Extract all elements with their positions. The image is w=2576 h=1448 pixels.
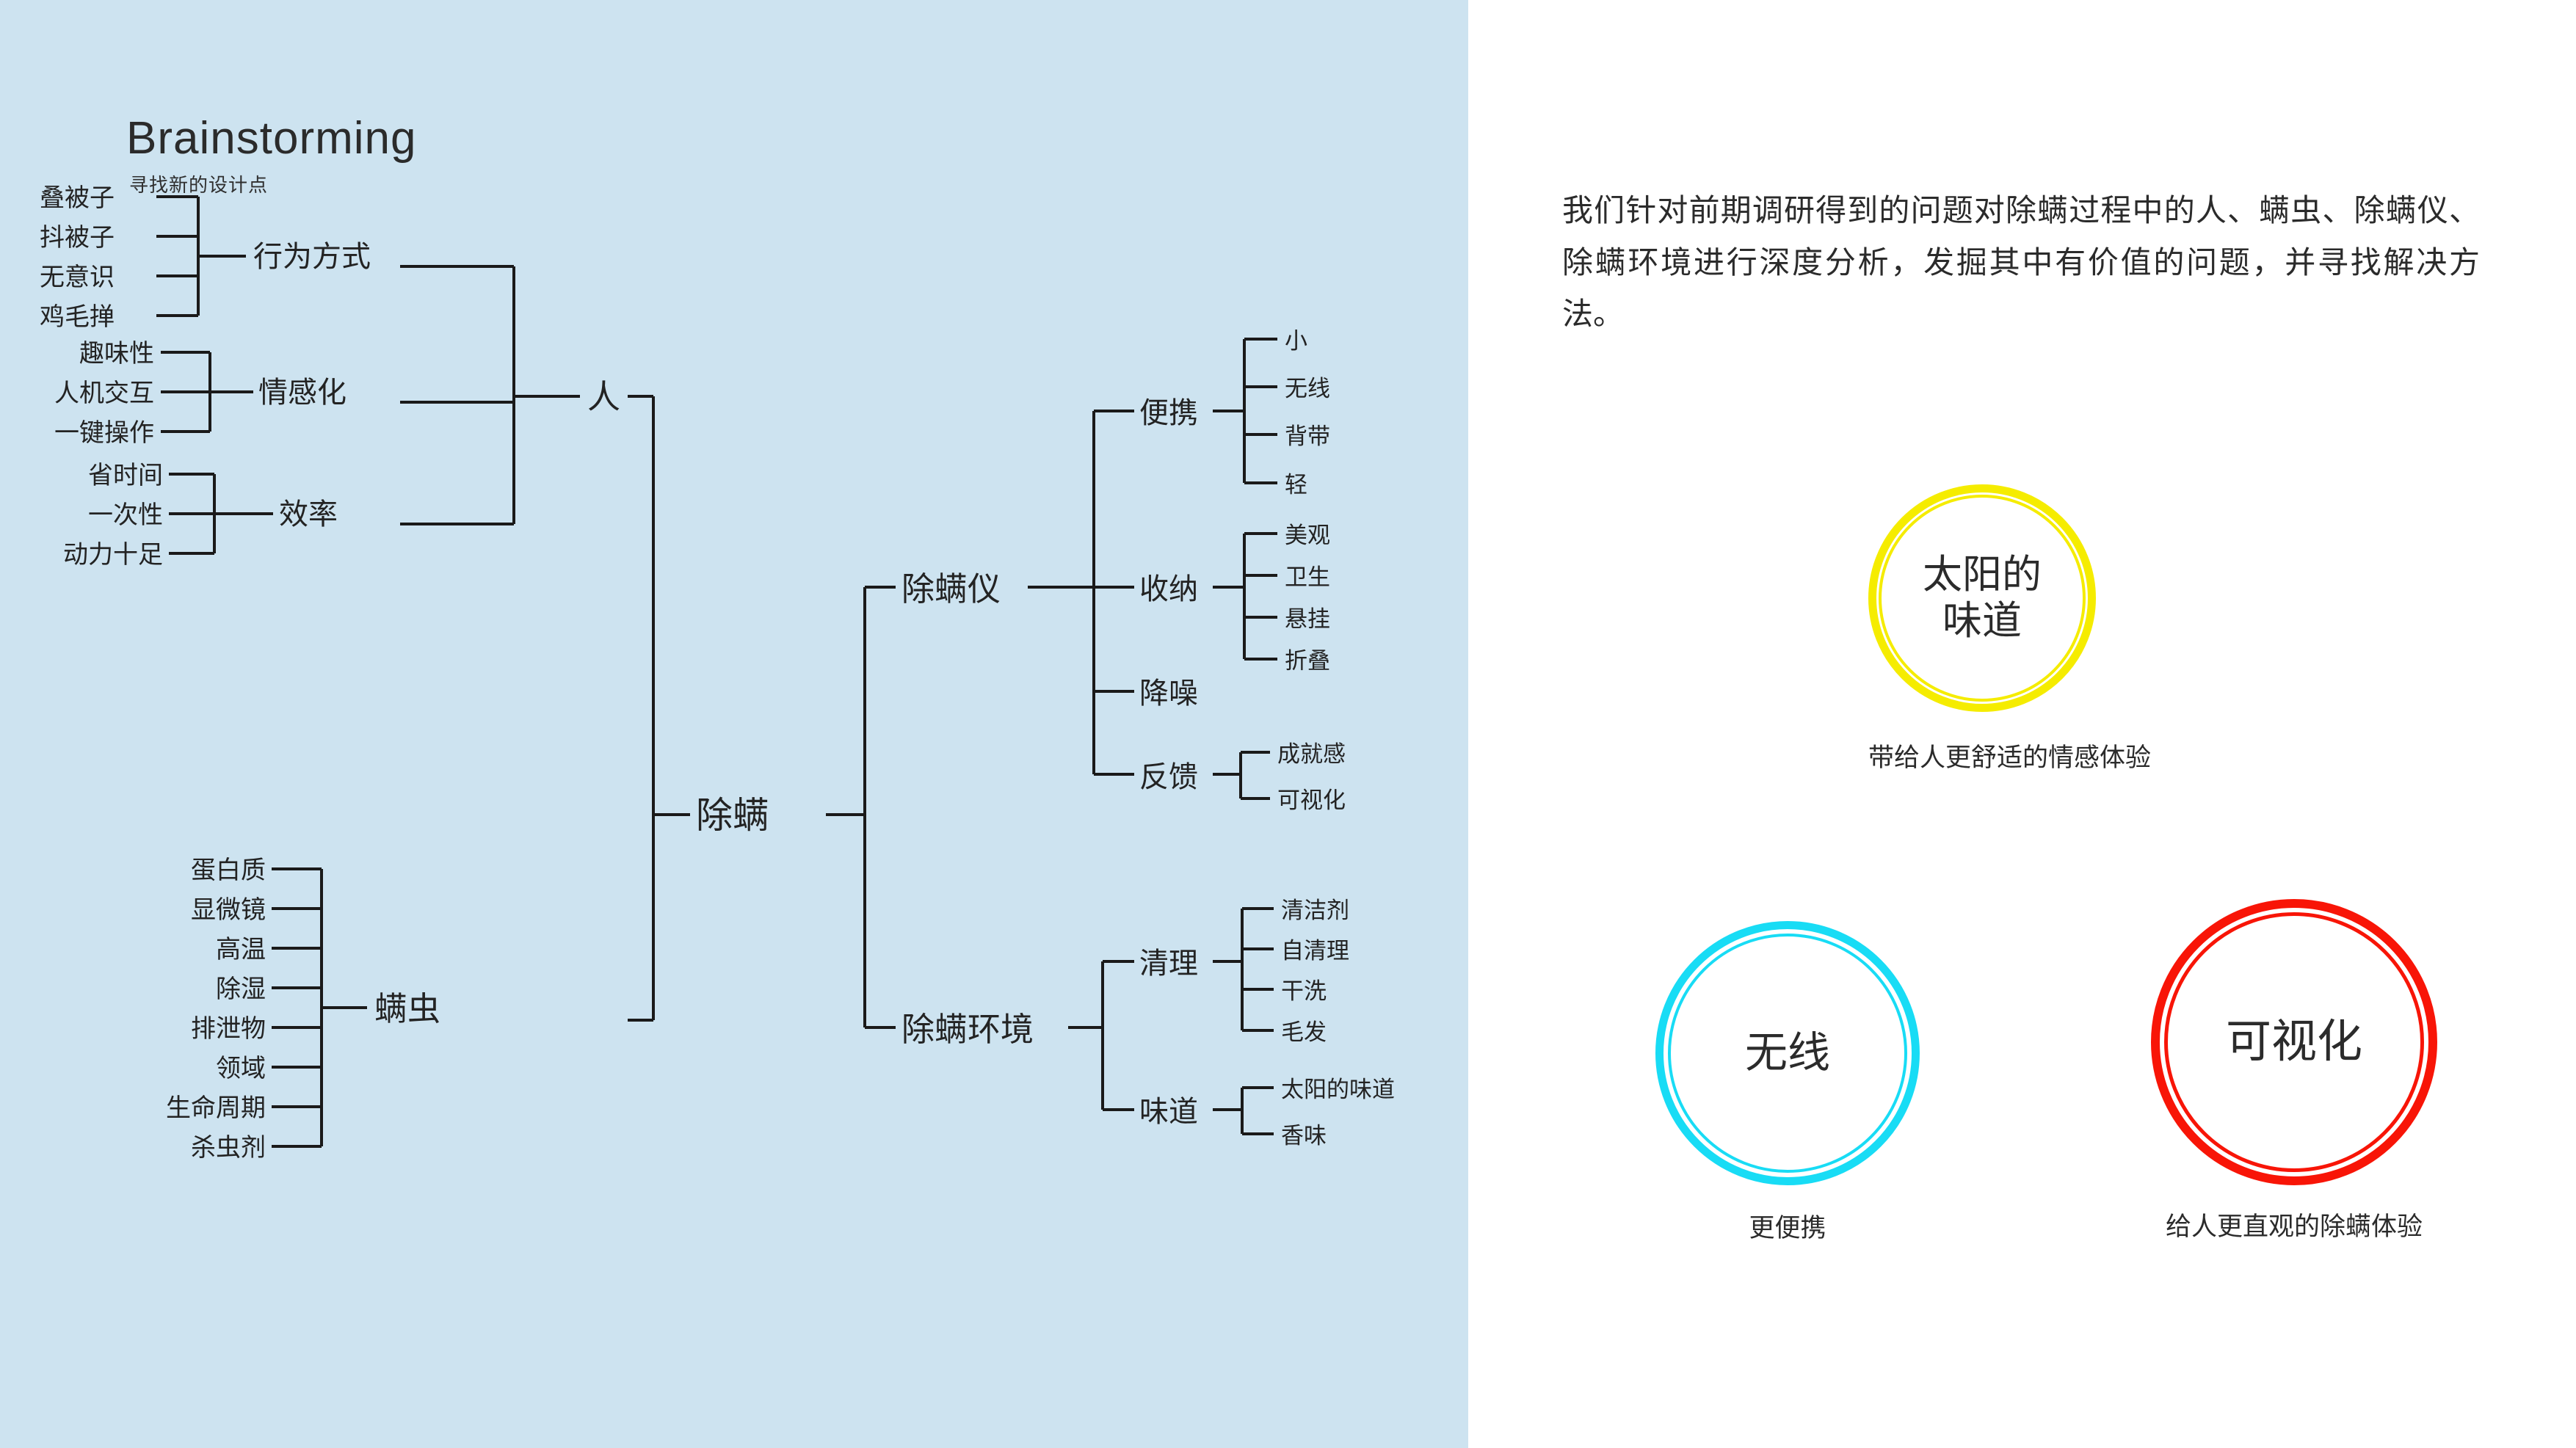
leaf-label: 轻 — [1285, 472, 1307, 498]
node-label-environment: 除螨环境 — [901, 1011, 1034, 1048]
ring-sun: 太阳的 味道 — [1868, 484, 2096, 712]
concept-sun: 太阳的 味道 带给人更舒适的情感体验 — [1868, 484, 2151, 774]
leaf-label: 一次性 — [88, 501, 163, 529]
ring-label-wireless: 无线 — [1655, 921, 1920, 1185]
leaf-label: 人机交互 — [54, 379, 154, 407]
right-panel — [1468, 0, 2576, 1448]
root-left-bracket: 除螨 — [628, 395, 769, 1022]
concept-wireless: 无线 更便携 — [1655, 921, 1920, 1245]
ring-label-line1: 无线 — [1744, 1029, 1830, 1077]
branch-device: 除螨仪 便携 收纳 降噪 反馈 小 无线 背带 轻 — [901, 328, 1346, 813]
node-label-emotion: 情感化 — [258, 376, 347, 409]
concept-visual: 可视化 给人更直观的除螨体验 — [2151, 899, 2437, 1243]
intro-paragraph: 我们针对前期调研得到的问题对除螨过程中的人、螨虫、除螨仪、除螨环境进行深度分析，… — [1562, 193, 2480, 332]
node-label-mite: 螨虫 — [374, 990, 440, 1027]
leaf-label: 太阳的味道 — [1281, 1077, 1395, 1102]
branch-mite: 蛋白质 显微镜 高温 除湿 排泄物 领域 生命周期 杀虫剂 螨虫 — [166, 856, 440, 1162]
node-label-portable: 便携 — [1139, 397, 1198, 429]
node-label-smell: 味道 — [1139, 1096, 1198, 1128]
leaf-label: 背带 — [1285, 423, 1330, 449]
leaf-label: 清洁剂 — [1281, 898, 1349, 923]
leaf-label: 高温 — [216, 936, 266, 964]
ring-label-line1: 太阳的 — [1923, 553, 2042, 597]
leaf-label: 无意识 — [40, 263, 115, 291]
leaf-label: 可视化 — [1277, 787, 1346, 813]
leaf-label: 动力十足 — [63, 541, 163, 569]
node-label-behavior: 行为方式 — [253, 241, 371, 273]
node-label-storage: 收纳 — [1139, 573, 1198, 605]
ring-label-visual: 可视化 — [2151, 899, 2437, 1185]
node-label-efficiency: 效率 — [279, 498, 338, 531]
page-title: Brainstorming — [126, 113, 417, 164]
leaf-label: 领域 — [216, 1055, 266, 1083]
node-label-device: 除螨仪 — [901, 570, 1001, 608]
ring-visual: 可视化 — [2151, 899, 2437, 1185]
page-subtitle: 寻找新的设计点 — [129, 174, 269, 196]
ring-outer-wireless — [1655, 921, 1920, 1185]
leaf-label: 自清理 — [1281, 938, 1349, 964]
leaf-label: 美观 — [1285, 523, 1330, 548]
node-label-feedback: 反馈 — [1139, 761, 1198, 793]
leaf-label: 成就感 — [1277, 741, 1346, 767]
leaf-label: 折叠 — [1285, 648, 1330, 674]
leaf-label: 香味 — [1281, 1123, 1327, 1149]
person-spine: 人 — [400, 265, 620, 525]
leaf-label: 省时间 — [88, 462, 163, 490]
mindmap-diagram: 叠被子 抖被子 无意识 鸡毛掸 行为方式 趣味性 人机交互 一键操作 情感化 省… — [40, 184, 1395, 1162]
ring-inner-wireless — [1668, 934, 1907, 1173]
ring-label-line1: 可视化 — [2225, 1016, 2362, 1068]
left-panel — [0, 0, 1468, 1448]
ring-wireless: 无线 — [1655, 921, 1920, 1185]
leaf-label: 抖被子 — [40, 224, 115, 252]
ring-outer-sun — [1868, 484, 2096, 712]
leaf-label: 显微镜 — [191, 896, 266, 924]
leaf-label: 悬挂 — [1285, 606, 1330, 632]
node-label-noise: 降噪 — [1139, 677, 1198, 710]
leaf-label: 小 — [1285, 328, 1307, 354]
caption-visual: 给人更直观的除螨体验 — [2165, 1212, 2423, 1241]
leaf-label: 除湿 — [216, 975, 266, 1003]
root-right-bracket — [826, 586, 896, 1029]
ring-label-line2: 味道 — [1942, 599, 2022, 643]
caption-sun: 带给人更舒适的情感体验 — [1868, 743, 2152, 772]
leaf-label: 排泄物 — [191, 1015, 266, 1043]
leaf-label: 趣味性 — [79, 340, 154, 368]
ring-inner-sun — [1879, 495, 2086, 702]
ring-inner-visual — [2164, 912, 2424, 1172]
leaf-label: 叠被子 — [40, 184, 115, 212]
leaf-label: 蛋白质 — [191, 856, 266, 884]
branch-environment: 除螨环境 清理 味道 清洁剂 自清理 干洗 毛发 太阳的味道 香味 — [901, 898, 1395, 1149]
leaf-label: 鸡毛掸 — [40, 303, 115, 331]
node-label-person: 人 — [587, 378, 620, 415]
caption-wireless: 更便携 — [1749, 1214, 1826, 1243]
leaf-label: 一键操作 — [54, 419, 154, 447]
ring-label-sun: 太阳的 味道 — [1868, 484, 2096, 712]
branch-behavior: 叠被子 抖被子 无意识 鸡毛掸 行为方式 — [40, 184, 371, 331]
branch-emotion: 趣味性 人机交互 一键操作 情感化 — [54, 340, 347, 447]
branch-efficiency: 省时间 一次性 动力十足 效率 — [63, 462, 338, 569]
leaf-label: 干洗 — [1281, 978, 1327, 1004]
node-label-root: 除螨 — [696, 795, 769, 836]
node-label-cleaning: 清理 — [1139, 947, 1198, 980]
leaf-label: 无线 — [1285, 376, 1330, 401]
leaf-label: 生命周期 — [166, 1094, 266, 1122]
leaf-label: 杀虫剂 — [191, 1134, 266, 1162]
leaf-label: 卫生 — [1285, 564, 1330, 590]
leaf-label: 毛发 — [1281, 1019, 1327, 1045]
